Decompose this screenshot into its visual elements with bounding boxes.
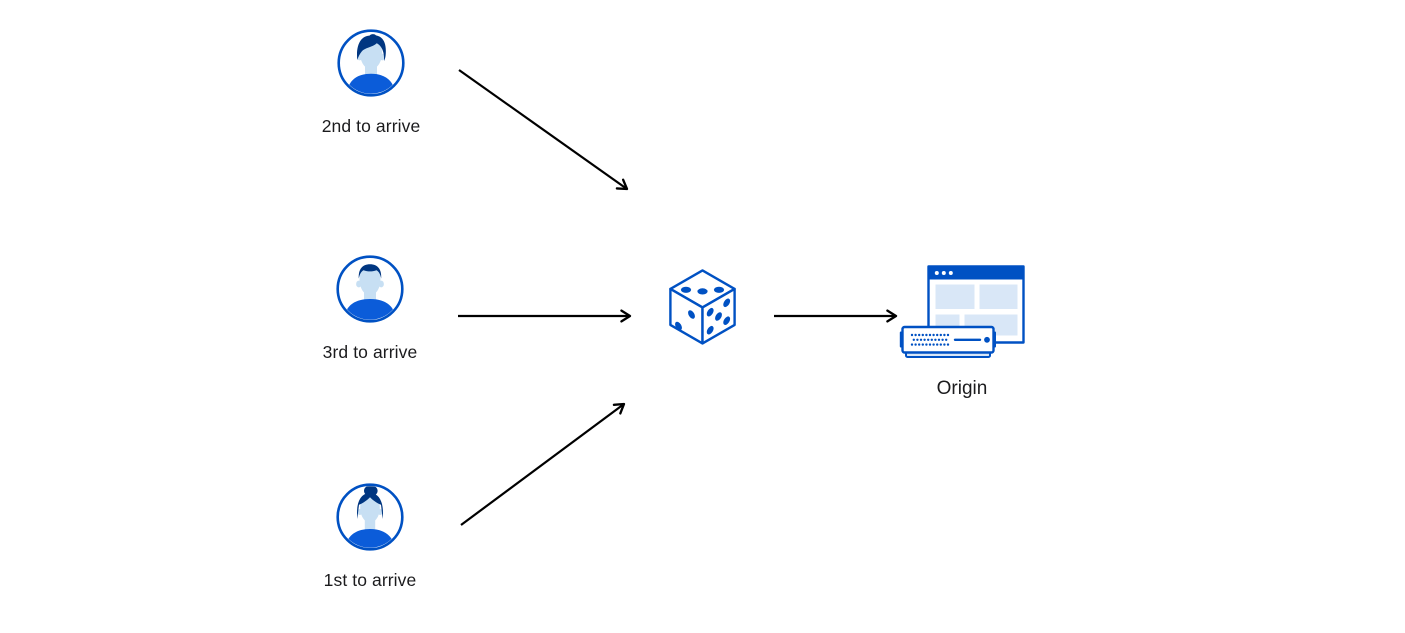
client-node-2nd: 2nd to arrive xyxy=(322,28,420,136)
user-avatar-woman-hair-bun-icon xyxy=(336,483,404,551)
origin-node: Origin xyxy=(899,265,1025,399)
arrow-client1-to-dice xyxy=(460,402,626,526)
client-label: 2nd to arrive xyxy=(321,116,421,136)
server-vent-dots xyxy=(910,333,950,346)
arrow-client2-to-dice xyxy=(458,69,629,191)
dice-node xyxy=(667,268,738,351)
origin-server-icon xyxy=(899,265,1025,358)
user-avatar-man-swept-hair-icon xyxy=(337,29,405,97)
dice-icon xyxy=(669,269,736,345)
client-label: 3rd to arrive xyxy=(322,342,418,362)
server-icon xyxy=(899,325,996,358)
user-avatar-man-short-hair-icon xyxy=(336,255,404,323)
client-node-3rd: 3rd to arrive xyxy=(323,254,417,362)
server-led xyxy=(984,336,990,343)
client-label: 1st to arrive xyxy=(323,570,417,590)
origin-label: Origin xyxy=(936,378,988,399)
client-node-1st: 1st to arrive xyxy=(324,482,416,590)
